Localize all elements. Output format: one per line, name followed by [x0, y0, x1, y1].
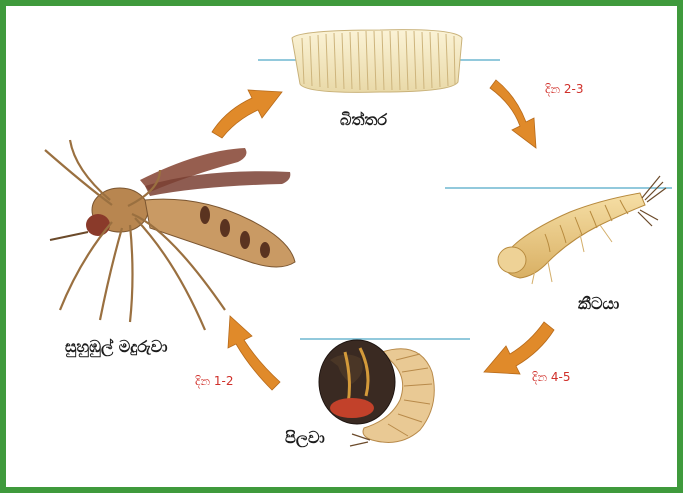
egg-raft-illustration [292, 30, 462, 93]
arrow-larva-to-pupa [484, 322, 554, 374]
stage-label-eggs: බිත්තර [340, 110, 387, 130]
stage-label-adult: සුහුඹුල් මදුරුවා [65, 337, 167, 357]
arrow-adult-to-eggs [212, 90, 282, 138]
pupa-illustration [319, 340, 434, 446]
larva-illustration [498, 176, 666, 284]
arrow-eggs-to-larva [490, 80, 536, 148]
duration-eggs-to-larva: දින 2-3 [545, 82, 584, 97]
stage-label-larva: කීටයා [578, 294, 619, 314]
duration-pupa-to-adult: දින 1-2 [195, 374, 234, 389]
adult-mosquito-illustration [45, 140, 295, 330]
arrow-pupa-to-adult [228, 316, 280, 390]
duration-larva-to-pupa: දින 4-5 [532, 370, 571, 385]
stage-label-pupa: පිලවා [285, 428, 325, 448]
